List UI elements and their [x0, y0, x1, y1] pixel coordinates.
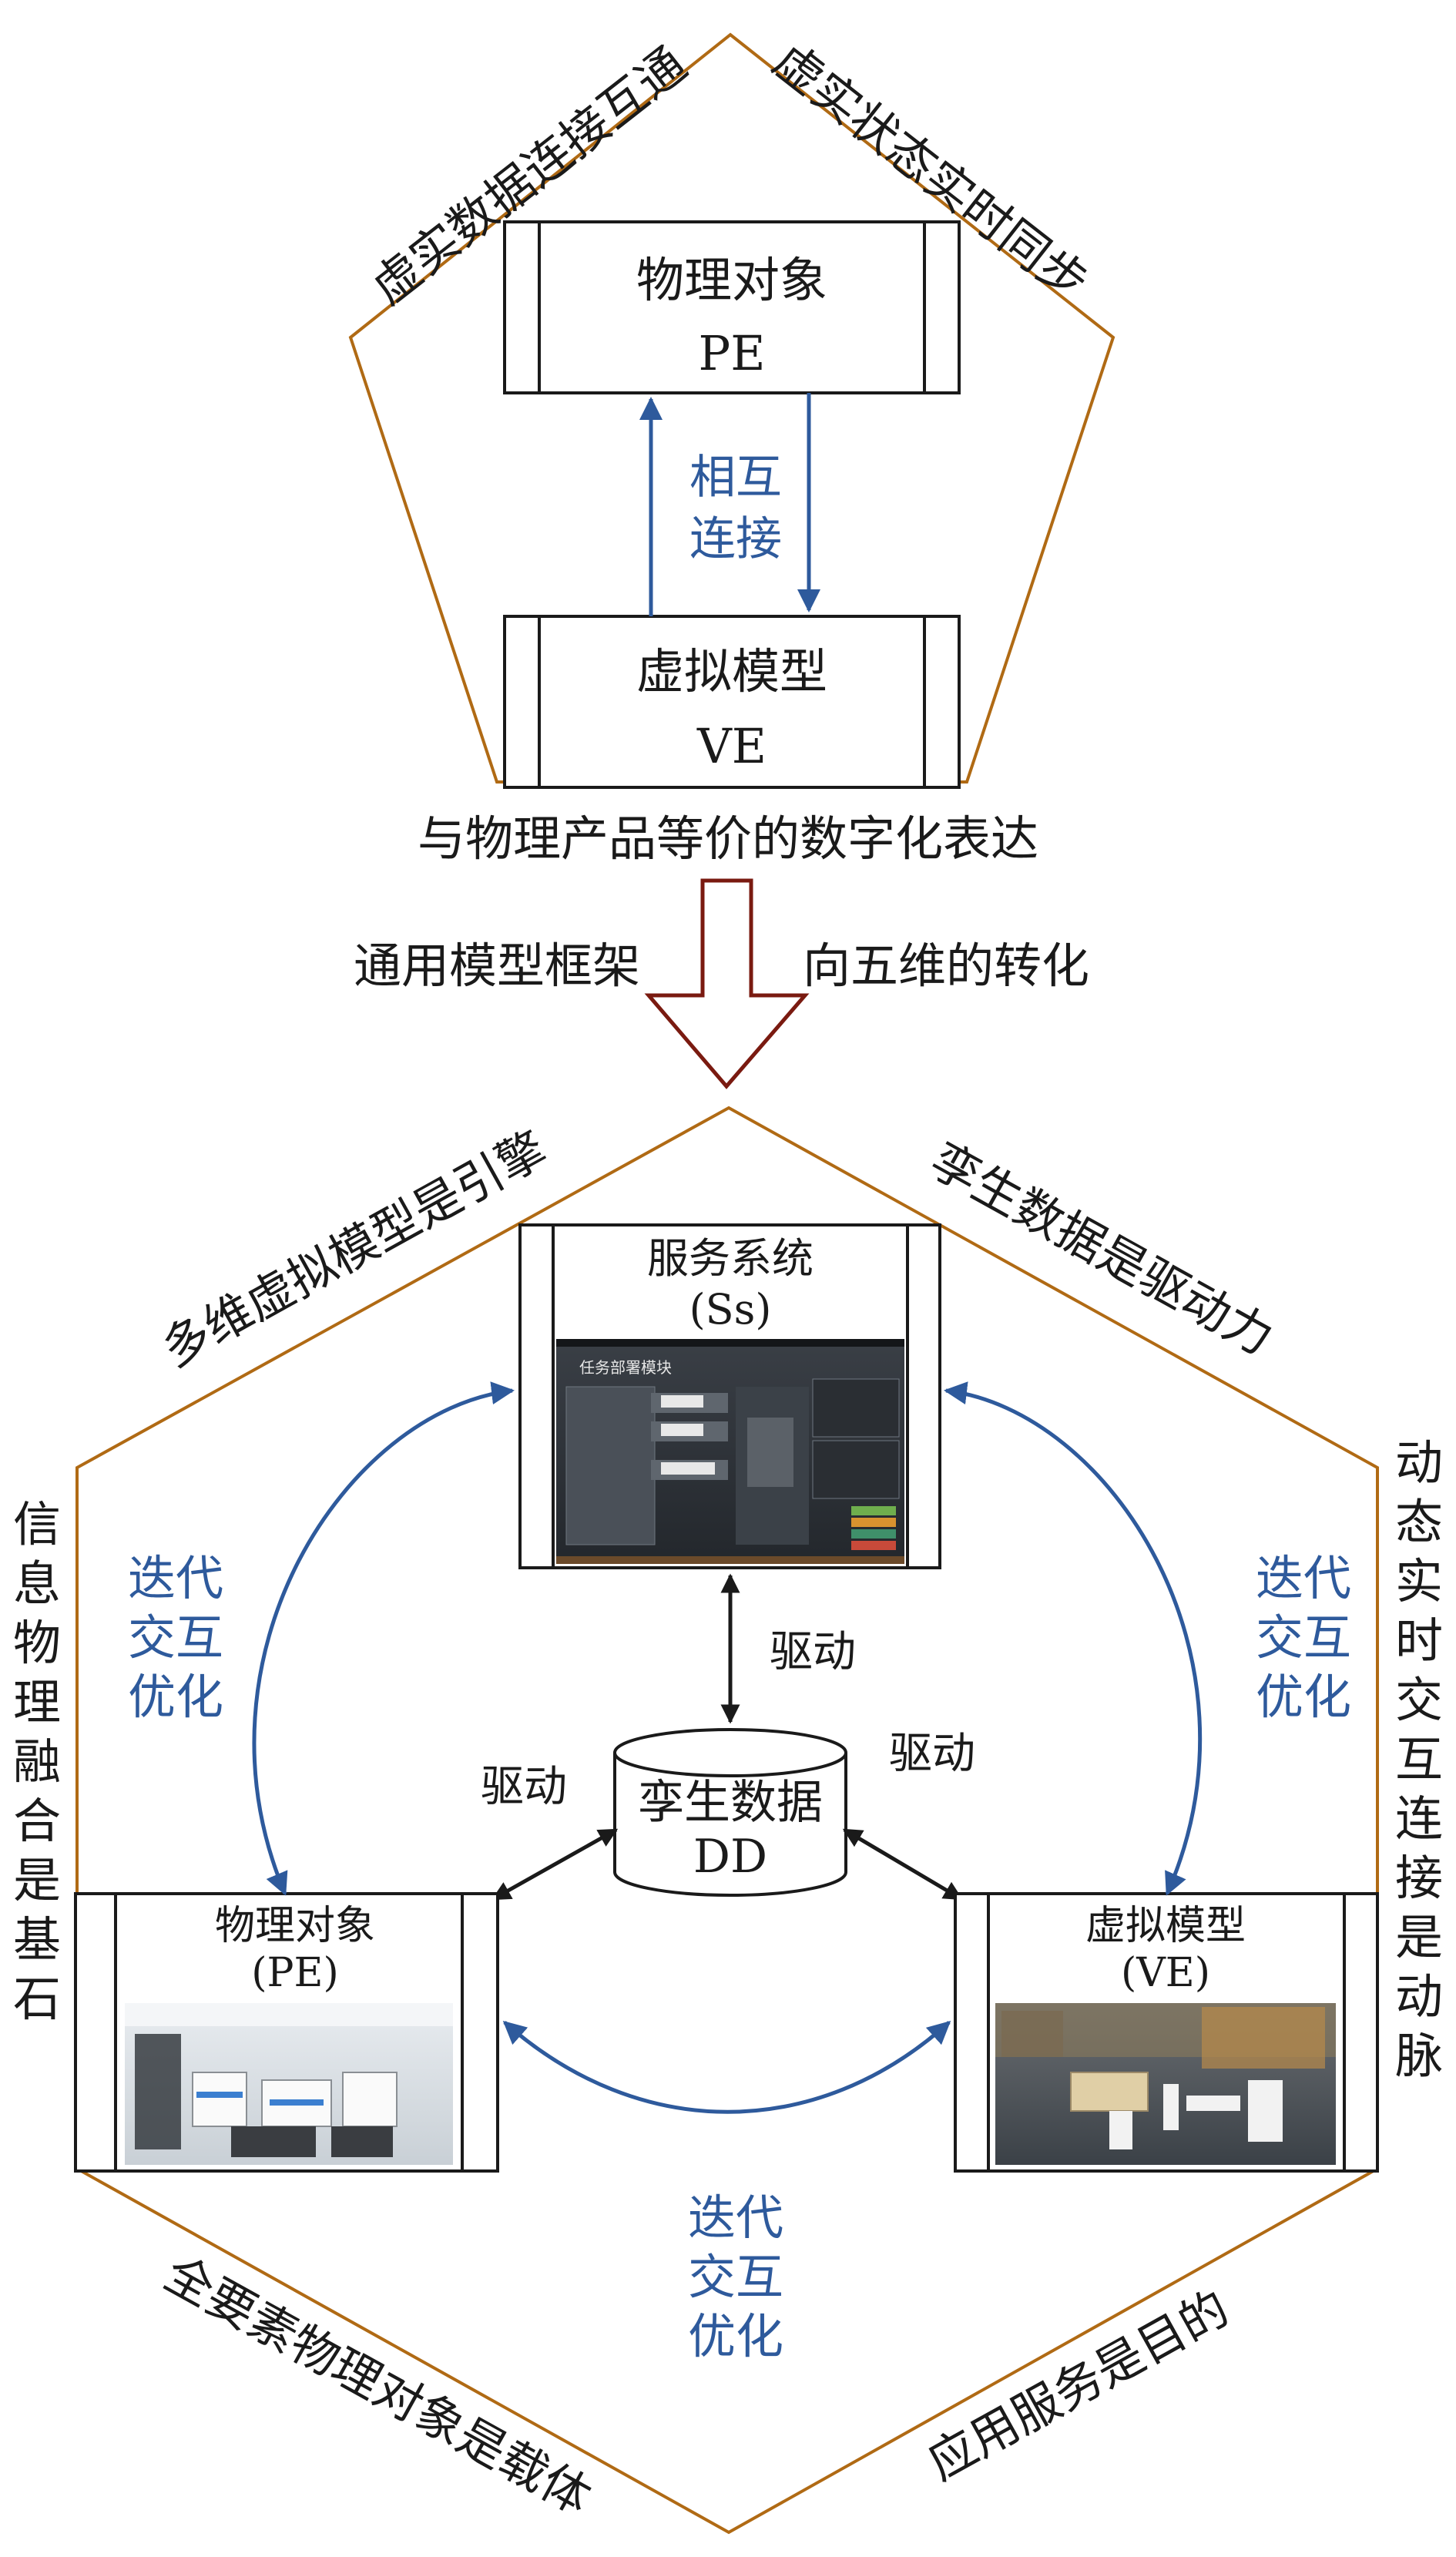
vertical-glyph: 态	[1395, 1494, 1443, 1550]
hex-pe-title: 物理对象	[215, 1903, 375, 1949]
top-pe-title: 物理对象	[636, 252, 827, 308]
transition-right-label: 向五维的转化	[803, 938, 1089, 994]
drive-label-top: 驱动	[770, 1627, 856, 1677]
vertical-glyph: 动	[1395, 1435, 1443, 1491]
vertical-glyph: 信	[13, 1496, 61, 1552]
vertical-glyph: 合	[13, 1793, 61, 1849]
top-pe-code: PE	[699, 325, 766, 381]
pe-photo	[125, 2003, 453, 2165]
vertical-glyph: 理	[13, 1674, 61, 1730]
hex-ve-code: (VE)	[1121, 1950, 1210, 1996]
drive-arrow-dd-ve	[842, 1827, 964, 1901]
ss-code: (Ss)	[689, 1285, 772, 1334]
drive-label-right: 驱动	[889, 1729, 975, 1779]
hex-ve-box: 虚拟模型 (VE)	[954, 1892, 1379, 2173]
hex-edge-right-vertical: 动态实时交互连接是动脉	[1395, 1435, 1443, 2084]
svg-text:迭代: 迭代	[688, 2190, 783, 2246]
ss-screenshot-title: 任务部署模块	[579, 1358, 672, 1377]
link-label-line1: 相互	[689, 451, 782, 505]
iterate-curve-left	[252, 1381, 515, 1896]
pentagon-caption: 与物理产品等价的数字化表达	[418, 810, 1038, 867]
hexagon-outline	[75, 1106, 1379, 2535]
hex-edge-top-right: 孪生数据是驱动力	[921, 1132, 1283, 1366]
svg-text:交互: 交互	[128, 1609, 223, 1666]
hex-edge-top-left: 多维虚拟模型是引擎	[153, 1120, 555, 1377]
vertical-glyph: 实	[1395, 1553, 1443, 1609]
link-label-line2: 连接	[689, 512, 782, 566]
hex-edge-bottom-right: 应用服务是目的	[918, 2280, 1238, 2491]
svg-text:优化: 优化	[688, 2308, 783, 2364]
hex-pe-code: (PE)	[251, 1950, 339, 1996]
svg-text:迭代: 迭代	[1256, 1550, 1351, 1606]
ss-box: 服务系统 (Ss) 任务部署模块	[518, 1223, 941, 1569]
top-ve-title: 虚拟模型	[636, 643, 827, 700]
top-ve-box: 虚拟模型 VE	[503, 615, 961, 789]
ve-render	[995, 2003, 1336, 2165]
hexagon: 多维虚拟模型是引擎 孪生数据是驱动力 全要素物理对象是载体 应用服务是目的 信息…	[13, 1106, 1443, 2535]
vertical-glyph: 是	[13, 1852, 61, 1908]
ss-screenshot: 任务部署模块	[556, 1339, 904, 1564]
iterate-curve-bottom	[502, 2020, 951, 2114]
hex-ve-title: 虚拟模型	[1085, 1903, 1246, 1949]
svg-text:优化: 优化	[1256, 1669, 1351, 1725]
dd-code: DD	[693, 1830, 767, 1884]
vertical-glyph: 动	[1395, 1968, 1443, 2025]
ss-title: 服务系统	[647, 1234, 814, 1283]
top-pentagon: 虚实数据连接互通 虚实状态实时同步 物理对象 PE 虚拟模型 VE 相互 连接 …	[348, 32, 1115, 867]
vertical-glyph: 连	[1395, 1790, 1443, 1847]
drive-arrow-dd-pe	[491, 1827, 619, 1901]
svg-text:交互: 交互	[688, 2249, 783, 2305]
svg-text:迭代: 迭代	[128, 1550, 223, 1606]
vertical-glyph: 基	[13, 1911, 61, 1968]
iterate-label-left: 迭代 交互 优化	[128, 1550, 223, 1725]
top-pe-box: 物理对象 PE	[503, 220, 961, 394]
hex-edge-left-vertical: 信息物理融合是基石	[13, 1496, 61, 2027]
vertical-glyph: 息	[13, 1555, 61, 1612]
vertical-glyph: 接	[1395, 1850, 1443, 1906]
vertical-glyph: 交	[1395, 1672, 1443, 1728]
transition: 通用模型框架 向五维的转化	[354, 878, 1089, 1089]
iterate-label-bottom: 迭代 交互 优化	[688, 2190, 783, 2364]
drive-label-left: 驱动	[481, 1762, 567, 1812]
vertical-glyph: 物	[13, 1615, 61, 1671]
vertical-glyph: 融	[13, 1733, 61, 1790]
vertical-glyph: 互	[1395, 1731, 1443, 1787]
vertical-glyph: 石	[13, 1971, 61, 2027]
dd-title: 孪生数据	[638, 1776, 823, 1830]
vertical-glyph: 是	[1395, 1909, 1443, 1965]
transition-arrow	[644, 878, 810, 1089]
hex-pe-box: 物理对象 (PE)	[74, 1892, 499, 2173]
svg-text:优化: 优化	[128, 1669, 223, 1725]
top-ve-code: VE	[696, 718, 767, 774]
dd-cylinder: 孪生数据 DD	[613, 1728, 847, 1897]
iterate-label-right: 迭代 交互 优化	[1256, 1550, 1351, 1725]
svg-text:交互: 交互	[1256, 1609, 1351, 1666]
transition-left-label: 通用模型框架	[354, 938, 640, 994]
vertical-glyph: 时	[1395, 1612, 1443, 1669]
hex-edge-bottom-left: 全要素物理对象是载体	[156, 2245, 601, 2525]
iterate-curve-right	[944, 1381, 1203, 1896]
vertical-glyph: 脉	[1395, 2028, 1443, 2084]
